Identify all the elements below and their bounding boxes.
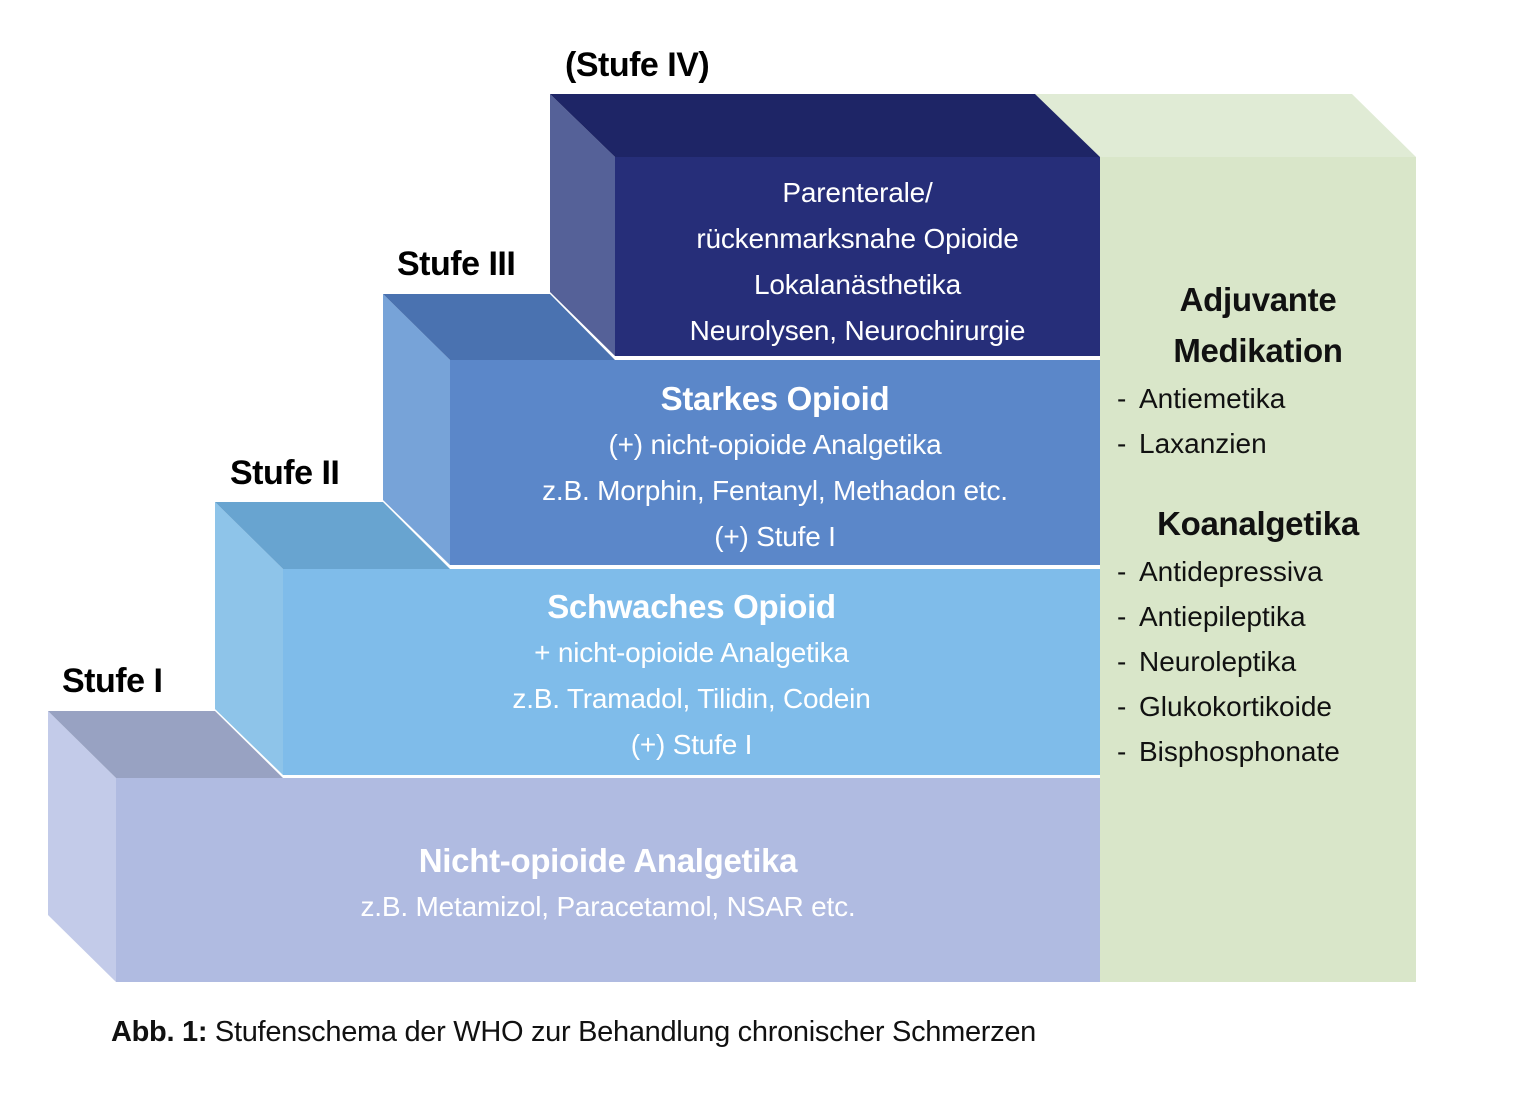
step4-line: Neurolysen, Neurochirurgie [689,315,1026,346]
coanalgesic-item-label: Bisphosphonate [1139,736,1340,767]
step4-top-face [550,94,1100,157]
step3-content: Starkes Opioid (+) nicht-opioide Analget… [450,376,1100,560]
step2-line: z.B. Tramadol, Tilidin, Codein [512,683,871,714]
adjuvant-heading-line2: Medikation [1173,332,1343,369]
step4-front-face [615,157,1100,356]
step2-side-face [215,502,283,775]
step1-front-face [116,778,1100,982]
adjuvant-item-label: Laxanzien [1139,428,1267,459]
step2-content: Schwaches Opioid + nicht-opioide Analget… [283,584,1100,768]
step2-front-face [283,569,1100,775]
coanalgesic-item-label: Antiepileptika [1139,601,1306,632]
step1-content: Nicht-opioide Analgetika z.B. Metamizol,… [116,838,1100,930]
bullet-dash: - [1117,383,1127,414]
adjuvant-top-face [1035,94,1416,157]
caption-prefix: Abb. 1: [111,1016,208,1048]
coanalgesic-item-label: Antidepressiva [1139,556,1323,587]
bullet-dash: - [1117,736,1127,767]
step3-title: Starkes Opioid [660,380,890,417]
step3-front-face [450,360,1100,565]
adjuvant-heading-line1: Adjuvante [1179,281,1337,318]
step1-top-face [48,711,283,778]
bullet-dash: - [1117,691,1127,722]
coanalgesics-heading: Koanalgetika [1157,505,1359,542]
coanalgesic-item: -Glukokortikoide [1117,684,1416,729]
step-label-1: Stufe I [62,662,163,700]
step4-side-face [550,94,615,356]
step4-line: rückenmarksnahe Opioide [696,223,1019,254]
coanalgesic-item: -Bisphosphonate [1117,729,1416,774]
adjuvant-front-face [1100,157,1416,982]
step-label-2: Stufe II [230,454,340,492]
bullet-dash: - [1117,646,1127,677]
step2-line: + nicht-opioide Analgetika [534,637,849,668]
coanalgesic-item: -Antidepressiva [1117,549,1416,594]
bullet-dash: - [1117,556,1127,587]
caption-text: Stufenschema der WHO zur Behandlung chro… [207,1016,1037,1048]
step4-line: Parenterale/ [782,177,933,208]
bullet-dash: - [1117,428,1127,459]
coanalgesic-item: -Neuroleptika [1117,639,1416,684]
step3-side-face [383,294,450,565]
step3-line: (+) Stufe I [714,521,836,552]
step2-title: Schwaches Opioid [547,588,836,625]
coanalgesic-item-label: Glukokortikoide [1139,691,1332,722]
coanalgesic-item-label: Neuroleptika [1139,646,1297,677]
step1-title: Nicht-opioide Analgetika [418,842,798,879]
step3-line: (+) nicht-opioide Analgetika [608,429,942,460]
step4-line: Lokalanästhetika [754,269,961,300]
step2-line: (+) Stufe I [630,729,753,760]
step1-line: z.B. Metamizol, Paracetamol, NSAR etc. [360,891,856,922]
step3-top-face [383,294,615,360]
step2-top-face [215,502,450,569]
figure-caption: Abb. 1: Stufenschema der WHO zur Behandl… [111,1016,1036,1049]
step3-line: z.B. Morphin, Fentanyl, Methadon etc. [542,475,1008,506]
bullet-dash: - [1117,601,1127,632]
adjuvant-content: Adjuvante Medikation -Antiemetika -Laxan… [1100,274,1416,774]
step1-side-face [48,711,116,982]
adjuvant-item: -Antiemetika [1117,376,1416,421]
step4-content: Parenterale/ rückenmarksnahe Opioide Lok… [615,170,1100,354]
coanalgesic-item: -Antiepileptika [1117,594,1416,639]
step-label-4: (Stufe IV) [565,46,710,84]
adjuvant-item-label: Antiemetika [1139,383,1286,414]
adjuvant-item: -Laxanzien [1117,421,1416,466]
step-label-3: Stufe III [397,245,516,283]
